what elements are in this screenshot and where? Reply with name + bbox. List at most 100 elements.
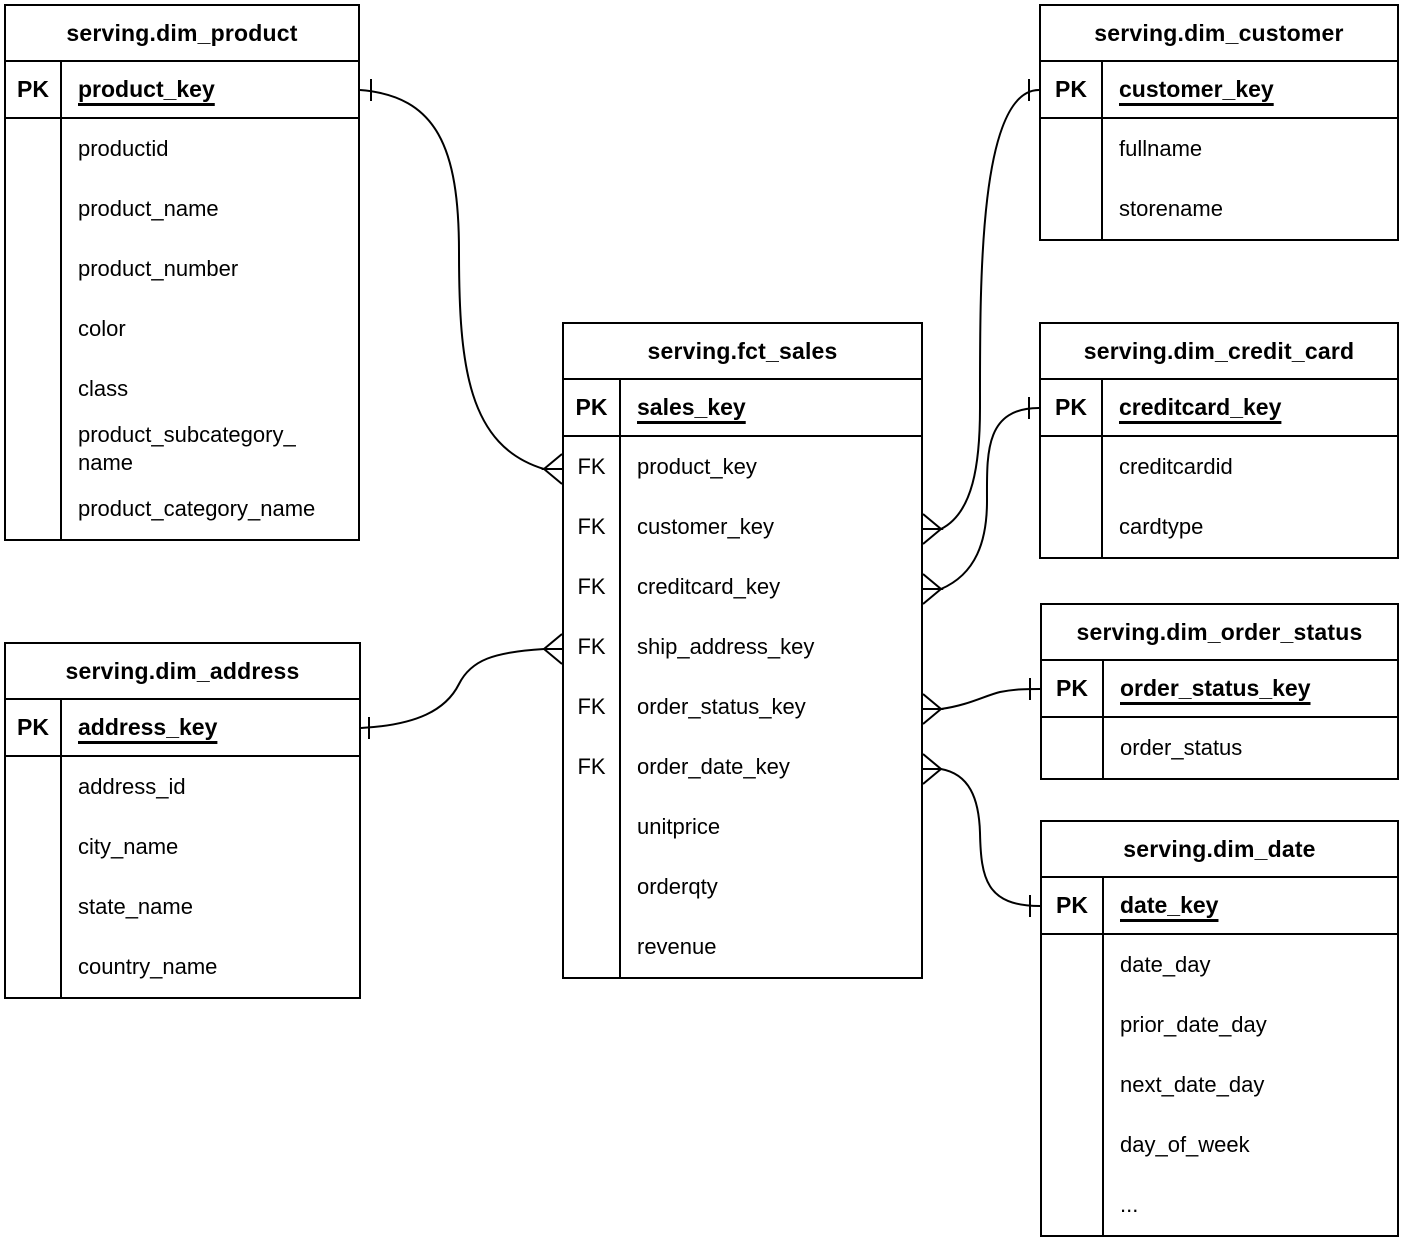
field-name: date_day — [1120, 952, 1211, 977]
crowsfoot-many-icon — [922, 573, 944, 605]
field-tag-cell — [6, 877, 60, 937]
field-tag-cell — [1042, 935, 1102, 995]
field-name: order_status — [1120, 735, 1243, 760]
entity-title: serving.fct_sales — [564, 324, 921, 380]
field-name: ship_address_key — [637, 634, 815, 659]
field-name: city_name — [78, 834, 179, 859]
field-tag-cell — [1042, 718, 1102, 778]
pk-badge: PK — [6, 700, 62, 755]
primary-key-name: address_key — [78, 714, 218, 740]
field-tag-cell — [1042, 1055, 1102, 1115]
fk-badge: FK — [577, 754, 606, 779]
crowsfoot-many-icon — [922, 693, 944, 725]
field-name: country_name — [78, 954, 218, 979]
field-tag-cell — [1042, 995, 1102, 1055]
relationship-order_status-line — [940, 688, 1041, 710]
relationship-order_date-line — [940, 768, 1041, 907]
fk-badge: FK — [577, 634, 606, 659]
field-name: product_category_name — [78, 496, 316, 521]
tag-column — [6, 757, 62, 997]
pk-badge: PK — [1041, 62, 1103, 117]
field-name: orderqty — [637, 874, 718, 899]
field-name: revenue — [637, 934, 717, 959]
field-tag-cell — [6, 179, 60, 239]
entity-title: serving.dim_customer — [1041, 6, 1397, 62]
tag-column: FK FK FK FK FK FK — [564, 437, 621, 977]
tag-column — [6, 119, 62, 539]
field-tag-cell — [1041, 119, 1101, 179]
field-name: fullname — [1119, 136, 1203, 161]
crowsfoot-many-icon — [541, 633, 563, 665]
field-tag-cell — [1041, 437, 1101, 497]
entity-title: serving.dim_credit_card — [1041, 324, 1397, 380]
fk-badge: FK — [577, 694, 606, 719]
pk-badge: PK — [1042, 661, 1104, 716]
field-name: order_status_key — [637, 694, 806, 719]
crowsfoot-many-icon — [922, 513, 944, 545]
primary-key-name: creditcard_key — [1119, 394, 1282, 420]
field-name: product_number — [78, 256, 239, 281]
field-name: creditcard_key — [637, 574, 781, 599]
primary-key-row: PK address_key — [6, 700, 359, 757]
entity-title: serving.dim_order_status — [1042, 605, 1397, 661]
primary-key-name: product_key — [78, 76, 215, 102]
field-name: address_id — [78, 774, 186, 799]
primary-key-name: customer_key — [1119, 76, 1274, 102]
relationship-address-line — [360, 648, 545, 729]
entity-title: serving.dim_date — [1042, 822, 1397, 878]
field-tag-cell — [6, 479, 60, 539]
fk-badge: FK — [577, 454, 606, 479]
field-column: order_status — [1104, 718, 1397, 778]
relationship-product-line — [359, 89, 545, 470]
field-name: product_key — [637, 454, 757, 479]
primary-key-name: order_status_key — [1120, 675, 1311, 701]
field-name: productid — [78, 136, 169, 161]
field-name: ... — [1120, 1192, 1139, 1217]
field-tag-cell — [564, 917, 619, 977]
field-tag-cell — [6, 359, 60, 419]
pk-badge: PK — [1042, 878, 1104, 933]
field-name: next_date_day — [1120, 1072, 1265, 1097]
field-name: unitprice — [637, 814, 721, 839]
field-name: cardtype — [1119, 514, 1204, 539]
primary-key-name: date_key — [1120, 892, 1219, 918]
pk-badge: PK — [1041, 380, 1103, 435]
crowsfoot-many-icon — [541, 453, 563, 485]
fk-badge: FK — [577, 514, 606, 539]
field-tag-cell — [6, 937, 60, 997]
pk-badge: PK — [6, 62, 62, 117]
field-tag-cell — [6, 419, 60, 479]
fk-badge: FK — [577, 574, 606, 599]
field-tag-cell — [1042, 1175, 1102, 1235]
field-tag-cell — [1042, 1115, 1102, 1175]
field-name: order_date_key — [637, 754, 790, 779]
field-tag-cell — [1041, 497, 1101, 557]
field-name: prior_date_day — [1120, 1012, 1267, 1037]
entity-title: serving.dim_address — [6, 644, 359, 700]
field-name: state_name — [78, 894, 193, 919]
tag-column — [1042, 718, 1104, 778]
primary-key-row: PK product_key — [6, 62, 358, 119]
tag-column — [1041, 119, 1103, 239]
field-tag-cell — [564, 797, 619, 857]
field-column: address_id city_name state_name country_nam… — [62, 757, 359, 997]
field-tag-cell — [564, 857, 619, 917]
